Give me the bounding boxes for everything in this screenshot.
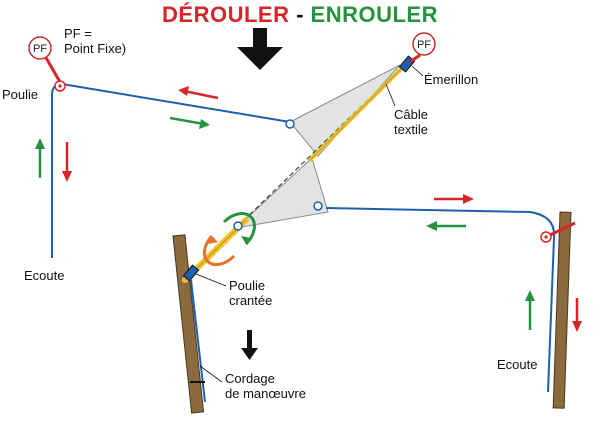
title-derouler: DÉROULER bbox=[162, 2, 290, 27]
orange-rotation-arrowhead bbox=[208, 236, 218, 244]
green-rotation-arrow bbox=[222, 212, 256, 246]
textile-cable-outline bbox=[309, 59, 411, 161]
diagram-title: DÉROULER - ENROULER bbox=[0, 2, 600, 28]
label-cable-textile: Câble textile bbox=[394, 107, 428, 137]
label-cordage: Cordage de manœuvre bbox=[225, 371, 306, 401]
sail-corner-pulley-top bbox=[285, 119, 295, 129]
poulie-left-hub bbox=[58, 84, 62, 88]
arrow-red-down-right bbox=[572, 298, 582, 332]
pf-left-text: PF bbox=[33, 43, 47, 55]
title-enrouler: ENROULER bbox=[310, 2, 438, 27]
label-emerillon: Émerillon bbox=[424, 72, 479, 87]
pf-legend: PF = Point Fixe) bbox=[64, 26, 126, 56]
pf-top-text: PF bbox=[417, 39, 431, 51]
label-poulie-crantee-line1: Poulie bbox=[229, 278, 266, 293]
label-cordage-line1: Cordage bbox=[225, 371, 275, 386]
arrow-red-down-left bbox=[62, 142, 72, 182]
arrow-black-down-small bbox=[241, 330, 258, 360]
arrow-green-up-left bbox=[35, 138, 45, 178]
right-pulley-link bbox=[547, 221, 576, 238]
pf-top-link bbox=[409, 53, 421, 64]
arrow-red-left-top bbox=[178, 86, 219, 100]
orange-rotation-arrow bbox=[202, 234, 236, 267]
arrow-red-right-mid bbox=[434, 194, 474, 204]
sail-corner-pulley-bottom bbox=[233, 221, 243, 231]
leader-cable bbox=[385, 83, 396, 107]
down-arrow-icon bbox=[237, 28, 283, 70]
sail-lower-panel bbox=[234, 157, 329, 229]
arrow-green-up-right bbox=[525, 290, 535, 330]
arrow-green-left-mid bbox=[426, 221, 466, 231]
sail-upper-panel bbox=[289, 64, 401, 157]
green-rotation-arrowhead bbox=[241, 236, 251, 244]
title-separator: - bbox=[289, 2, 311, 27]
pf-legend-line1: PF = bbox=[64, 26, 92, 41]
leader-cordage bbox=[199, 365, 223, 383]
leader-emerillon bbox=[411, 65, 424, 77]
rope-right bbox=[325, 207, 556, 393]
toothed-pulley bbox=[182, 264, 200, 282]
left-pole bbox=[172, 234, 205, 414]
label-poulie-crantee-line2: crantée bbox=[229, 293, 273, 308]
pf-top-marker bbox=[412, 32, 436, 56]
sail-corner-pulley-right bbox=[313, 201, 323, 211]
label-ecoute-left: Ecoute bbox=[24, 268, 65, 283]
label-poulie-crantee: Poulie crantée bbox=[229, 278, 272, 308]
pf-legend-line2: Point Fixe) bbox=[64, 41, 127, 56]
leader-poulie-crantee bbox=[195, 273, 227, 287]
poulie-right-hub bbox=[544, 235, 548, 239]
label-poulie: Poulie bbox=[2, 87, 39, 102]
pf-left-marker bbox=[28, 36, 52, 60]
label-cable-line2: textile bbox=[394, 122, 428, 137]
pf-left-link bbox=[43, 55, 62, 83]
arrow-green-right-top bbox=[169, 116, 210, 129]
label-cordage-line2: de manœuvre bbox=[225, 386, 306, 401]
right-pole bbox=[552, 211, 572, 409]
label-ecoute-right: Ecoute bbox=[497, 357, 538, 372]
label-cable-line1: Câble bbox=[394, 107, 428, 122]
